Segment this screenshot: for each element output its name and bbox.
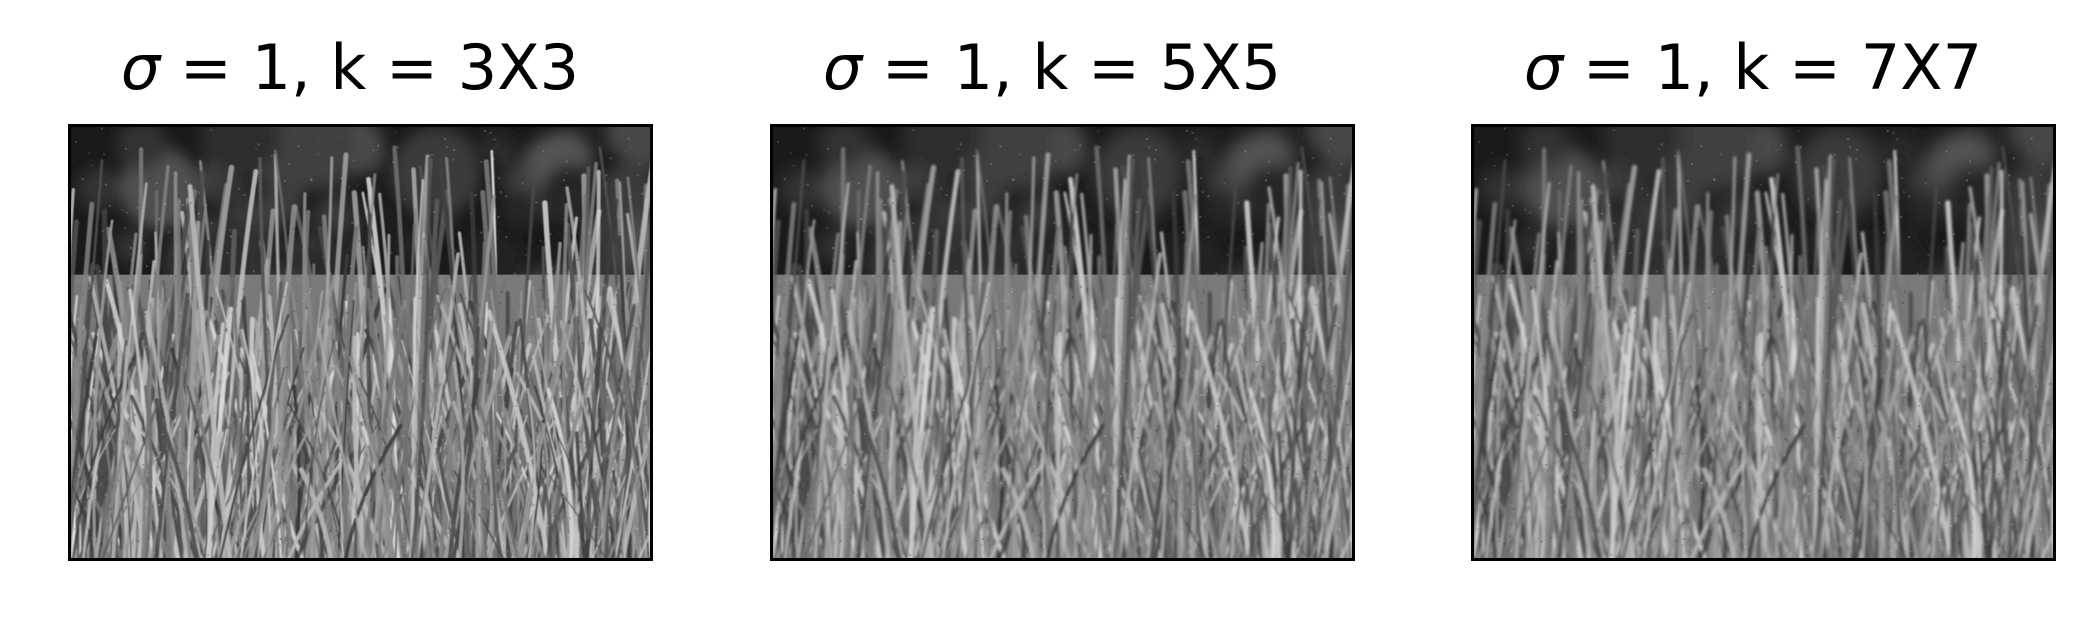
panel-5x5: σ = 1, k = 5X5	[742, 0, 1362, 622]
grass-photo	[1474, 127, 2053, 558]
sigma-symbol: σ	[120, 31, 161, 104]
sigma-symbol: σ	[1523, 31, 1564, 104]
title-text: = 1, k = 3X3	[160, 31, 580, 104]
panel-title: σ = 1, k = 7X7	[1443, 30, 2063, 106]
grass-image	[68, 124, 653, 561]
panel-title: σ = 1, k = 3X3	[40, 30, 660, 106]
grass-photo	[71, 127, 650, 558]
grass-image	[770, 124, 1355, 561]
panel-title: σ = 1, k = 5X5	[742, 30, 1362, 106]
panel-7x7: σ = 1, k = 7X7	[1443, 0, 2063, 622]
panel-3x3: σ = 1, k = 3X3	[40, 0, 660, 622]
grass-image	[1471, 124, 2056, 561]
grass-photo	[773, 127, 1352, 558]
title-text: = 1, k = 7X7	[1563, 31, 1983, 104]
title-text: = 1, k = 5X5	[862, 31, 1282, 104]
sigma-symbol: σ	[822, 31, 863, 104]
